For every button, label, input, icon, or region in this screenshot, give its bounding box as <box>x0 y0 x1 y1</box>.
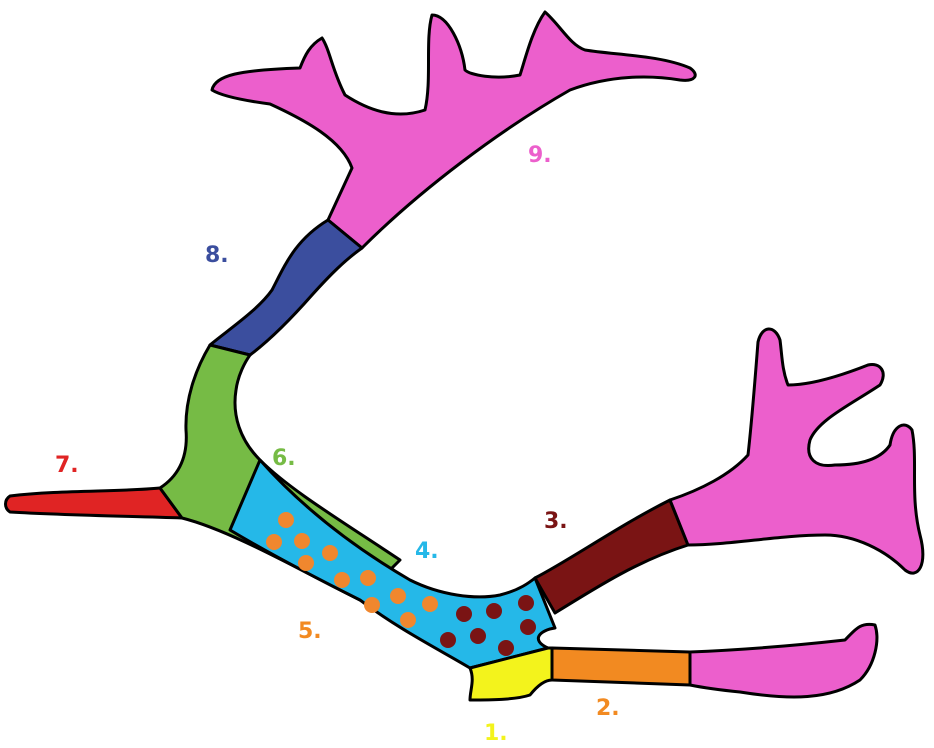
label-3: 3. <box>544 509 568 534</box>
orange-dot <box>360 570 376 586</box>
maroon-dot <box>456 606 472 622</box>
orange-dot <box>266 534 282 550</box>
orange-dot <box>278 512 294 528</box>
label-1: 1. <box>484 721 508 746</box>
region-3-antler-shape <box>670 329 923 573</box>
orange-dot <box>294 533 310 549</box>
label-9: 9. <box>528 143 552 168</box>
label-6: 6. <box>272 446 296 471</box>
orange-dot <box>422 596 438 612</box>
region-9-shape <box>212 12 695 248</box>
label-2: 2. <box>596 696 620 721</box>
label-7: 7. <box>55 453 79 478</box>
orange-dot <box>334 572 350 588</box>
label-8: 8. <box>205 243 229 268</box>
region-2-extension-shape <box>690 624 877 697</box>
label-5: 5. <box>298 619 322 644</box>
region-7-shape <box>6 488 183 518</box>
region-8-shape <box>210 220 362 355</box>
maroon-dot <box>440 632 456 648</box>
label-4: 4. <box>415 539 439 564</box>
maroon-dot <box>520 619 536 635</box>
orange-dot <box>390 588 406 604</box>
maroon-dot <box>518 595 534 611</box>
maroon-dot <box>498 640 514 656</box>
orange-dot <box>364 597 380 613</box>
maroon-dot <box>486 603 502 619</box>
orange-dot <box>298 555 314 571</box>
orange-dot <box>400 612 416 628</box>
maroon-dot <box>470 628 486 644</box>
orange-dot <box>322 545 338 561</box>
region-2-shape <box>552 648 690 685</box>
